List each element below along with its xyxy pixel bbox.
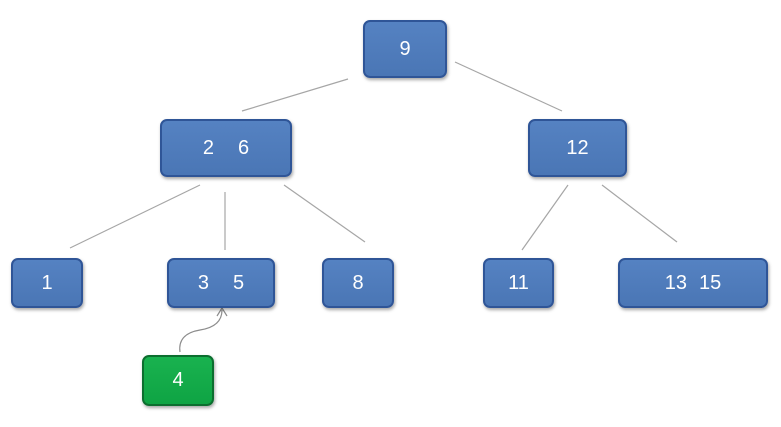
node-3-5: 3 5 [167,258,275,308]
node-key: 12 [566,136,589,159]
edge-9-to-2-6 [241,78,349,112]
node-key: 2 [202,136,214,159]
node-root-9: 9 [363,20,447,78]
edge-9-to-12 [454,61,563,112]
node-key: 9 [399,37,411,60]
node-11: 11 [483,258,554,308]
node-key: 15 [699,271,722,294]
node-key: 5 [233,271,245,294]
node-1: 1 [11,258,83,308]
node-key: 6 [238,136,250,159]
node-key: 3 [197,271,209,294]
edge-12-to-11 [521,184,569,251]
node-13-15: 13 15 [618,258,768,308]
node-8: 8 [322,258,394,308]
node-key: 4 [172,369,184,391]
insert-arrow [179,309,223,353]
node-key: 13 [664,271,687,294]
edge-2-6-to-8 [283,184,366,243]
node-key: 8 [352,271,364,294]
edge-2-6-to-1 [69,184,201,249]
insert-arrowhead [216,306,228,317]
node-key: 1 [41,271,53,294]
edge-12-to-13-15 [601,184,678,243]
node-inserted-4: 4 [142,355,214,406]
node-12: 12 [528,119,627,177]
node-key: 11 [508,271,529,294]
node-2-6: 2 6 [160,119,292,177]
